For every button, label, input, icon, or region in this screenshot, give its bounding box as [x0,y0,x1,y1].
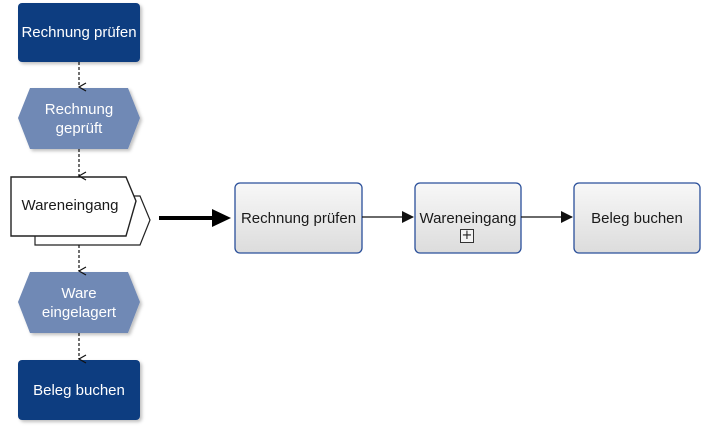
event-rechnung-geprueft-label: Rechnung geprüft [18,88,140,149]
activity-rechnung-pruefen-shape[interactable] [234,182,363,254]
event-ware-eingelagert-line2: eingelagert [41,303,117,321]
event-rechnung-geprueft-shape[interactable] [18,88,140,149]
event-rechnung-geprueft-line2: geprüft [55,119,103,137]
event-rechnung-geprueft-line1: Rechnung [44,100,114,118]
function-rechnung-pruefen-shape[interactable] [18,3,140,62]
function-beleg-buchen-label: Beleg buchen [33,381,125,399]
event-ware-eingelagert-label: Ware eingelagert [18,272,140,333]
activity-beleg-buchen-shape[interactable] [573,182,701,254]
activity-rechnung-pruefen-label: Rechnung prüfen [240,209,357,227]
activity-wareneingang-label: Wareneingang [419,209,517,227]
process-interface-wareneingang-label: Wareneingang [21,196,119,214]
event-ware-eingelagert-shape[interactable] [18,272,140,333]
function-rechnung-pruefen-label: Rechnung prüfen [21,24,137,41]
process-interface-wareneingang[interactable] [10,176,151,246]
function-beleg-buchen-shape[interactable] [18,360,140,420]
activity-wareneingang-shape[interactable] [414,182,522,254]
activity-beleg-buchen-label: Beleg buchen [591,209,683,227]
transform-arrow [159,209,231,227]
subprocess-expand-icon[interactable]: + [460,228,474,243]
event-ware-eingelagert-line1: Ware [61,284,97,302]
